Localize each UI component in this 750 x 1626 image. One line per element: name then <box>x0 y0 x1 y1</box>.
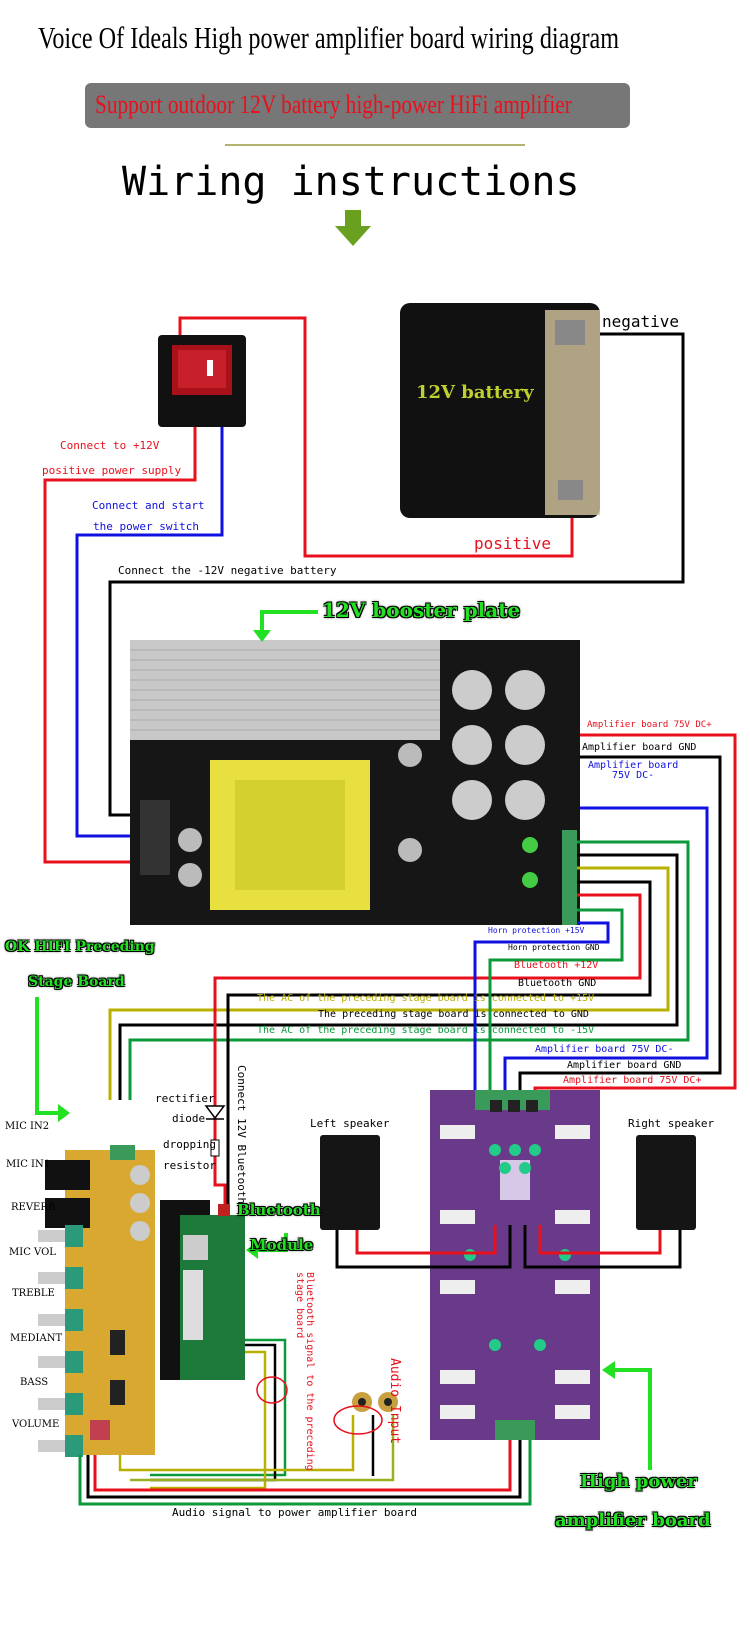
arrow-head-bluetooth-icon <box>246 1241 258 1259</box>
booster-board <box>130 640 580 925</box>
label-plus12-2: positive power supply <box>42 464 182 477</box>
arrow-to-preamp <box>35 997 58 1115</box>
wire-black-amp-gnd <box>518 755 722 1105</box>
label-connect-bt: Connect 12V Bluetooth <box>235 1065 248 1205</box>
wire-red-positive-supply <box>43 425 197 864</box>
down-arrow-icon <box>335 210 371 246</box>
left-speaker <box>320 1135 380 1230</box>
banner-text: Support outdoor 12V battery high-power H… <box>95 90 572 119</box>
arrow-head-preamp-icon <box>58 1104 70 1122</box>
battery-positive-label: positive <box>474 534 552 553</box>
out-bt-gnd: Bluetooth GND <box>518 978 597 989</box>
arrow-head-booster-icon <box>253 630 271 642</box>
wire-yellow-plus15 <box>108 866 670 1100</box>
left-speaker-label: Left speaker <box>310 1117 390 1130</box>
amplifier-title-1: High power <box>580 1471 697 1492</box>
bluetooth-title-2: Module <box>250 1236 314 1254</box>
wire-yellow-bt-signal <box>150 1350 267 1490</box>
preamp-wire-minus15: The AC of the preceding stage board is c… <box>257 1025 595 1036</box>
battery-negative-label: negative <box>602 312 680 331</box>
out-75v-plus: Amplifier board 75V DC+ <box>587 720 712 730</box>
preamp-title-1: OK HIFI Preceding <box>5 939 155 955</box>
wire-yellow-audio-in <box>118 1415 355 1472</box>
label-plus12-1: Connect to +12V <box>60 439 160 452</box>
arrow-to-amplifier-icon <box>615 1368 652 1470</box>
control-mic-in1: MIC IN1 <box>6 1159 51 1170</box>
booster-title: 12V booster plate <box>322 598 521 622</box>
wire-red-right-speaker <box>538 1225 662 1255</box>
control-mic-vol: MIC VOL <box>9 1247 56 1258</box>
wire-blue-switch <box>75 425 224 838</box>
label-diode: diode <box>172 1112 206 1125</box>
wire-blue-75v-minus <box>503 806 709 1105</box>
control-treble: TREBLE <box>12 1288 55 1299</box>
out-75v-minus-1: Amplifier board <box>588 760 679 771</box>
label-resistor: resistor <box>163 1159 216 1172</box>
banner-background <box>85 83 630 128</box>
control-bass: BASS <box>20 1377 49 1388</box>
out-75v-minus-2: 75V DC- <box>612 770 655 781</box>
battery-label: 12V battery <box>416 382 534 403</box>
arrow-head-amplifier-icon <box>602 1361 615 1379</box>
audio-input-label: Audio Input <box>387 1358 402 1445</box>
wire-red-switch-battery <box>178 316 574 558</box>
wire-black-negative <box>108 332 685 817</box>
audio-signal-label: Audio signal to power amplifier board <box>172 1506 418 1519</box>
out-amp-gnd: Amplifier board GND <box>582 742 697 753</box>
wire-black-left-speaker <box>335 1225 512 1269</box>
wire-black-right-speaker <box>523 1225 682 1269</box>
wire-red-bt-12v <box>213 893 642 1100</box>
control-volume: VOLUME <box>12 1419 60 1430</box>
resistor-icon <box>210 1139 220 1157</box>
wire-black-preamp-gnd <box>118 853 679 1100</box>
section-title: Wiring instructions <box>122 159 580 205</box>
label-rectifier: rectifier <box>155 1092 215 1105</box>
wire-green-audio-out <box>78 1440 532 1506</box>
preamp-wire-gnd: The preceding stage board is connected t… <box>318 1009 589 1020</box>
right-speaker-label: Right speaker <box>628 1117 715 1130</box>
amplifier-title-2: amplifier board <box>555 1510 711 1531</box>
wire-black-audio-out <box>86 1440 522 1499</box>
control-mic-in2: MIC IN2 <box>5 1121 50 1132</box>
label-switch-1: Connect and start <box>92 499 205 512</box>
wire-red-left-speaker <box>355 1225 497 1255</box>
label-bt-signal: Bluetooth signal to the preceding stage … <box>294 1272 315 1471</box>
control-mediant: MEDIANT <box>10 1333 63 1344</box>
wire-green-minus15 <box>128 840 690 1100</box>
label-negative: Connect the -12V negative battery <box>118 564 337 577</box>
preamp-title-2: Stage Board <box>28 974 125 990</box>
diode-icon <box>204 1105 226 1120</box>
out-horn-15v: Horn protection +15V <box>488 926 585 935</box>
amp-in-75v-minus: Amplifier board 75V DC- <box>535 1044 674 1055</box>
wire-green-bt-signal <box>150 1338 287 1477</box>
label-dropping: dropping <box>163 1138 216 1151</box>
preamp-wire-plus15: The AC of the preceding stage board is c… <box>257 993 595 1004</box>
label-switch-2: the power switch <box>93 520 199 533</box>
wire-red-audio-out <box>93 1440 512 1492</box>
amplifier-board <box>430 1090 600 1440</box>
wire-green-horn-gnd <box>488 908 624 1100</box>
page-title: Voice Of Ideals High power amplifier boa… <box>38 20 620 55</box>
highlight-circle <box>256 1376 288 1404</box>
power-switch <box>158 335 246 427</box>
wire-green-audio-in <box>130 1415 395 1482</box>
preamp-board <box>38 1145 155 1457</box>
amp-in-75v-plus: Amplifier board 75V DC+ <box>563 1075 702 1086</box>
bluetooth-module <box>160 1200 245 1380</box>
wire-blue-horn-15v <box>473 921 610 1100</box>
battery <box>400 303 600 518</box>
bluetooth-title-1: Bluetooth <box>237 1201 321 1219</box>
audio-highlight-circle <box>333 1405 383 1435</box>
control-reverb: REVERB <box>11 1202 56 1213</box>
out-horn-gnd: Horn protection GND <box>508 943 600 952</box>
wire-black-bt-gnd <box>226 880 652 1225</box>
out-bt-12v: Bluetooth +12V <box>514 960 599 971</box>
amp-in-gnd: Amplifier board GND <box>567 1060 682 1071</box>
right-speaker <box>636 1135 696 1230</box>
arrow-to-booster <box>260 610 318 630</box>
arrow-to-bluetooth <box>258 1233 288 1252</box>
